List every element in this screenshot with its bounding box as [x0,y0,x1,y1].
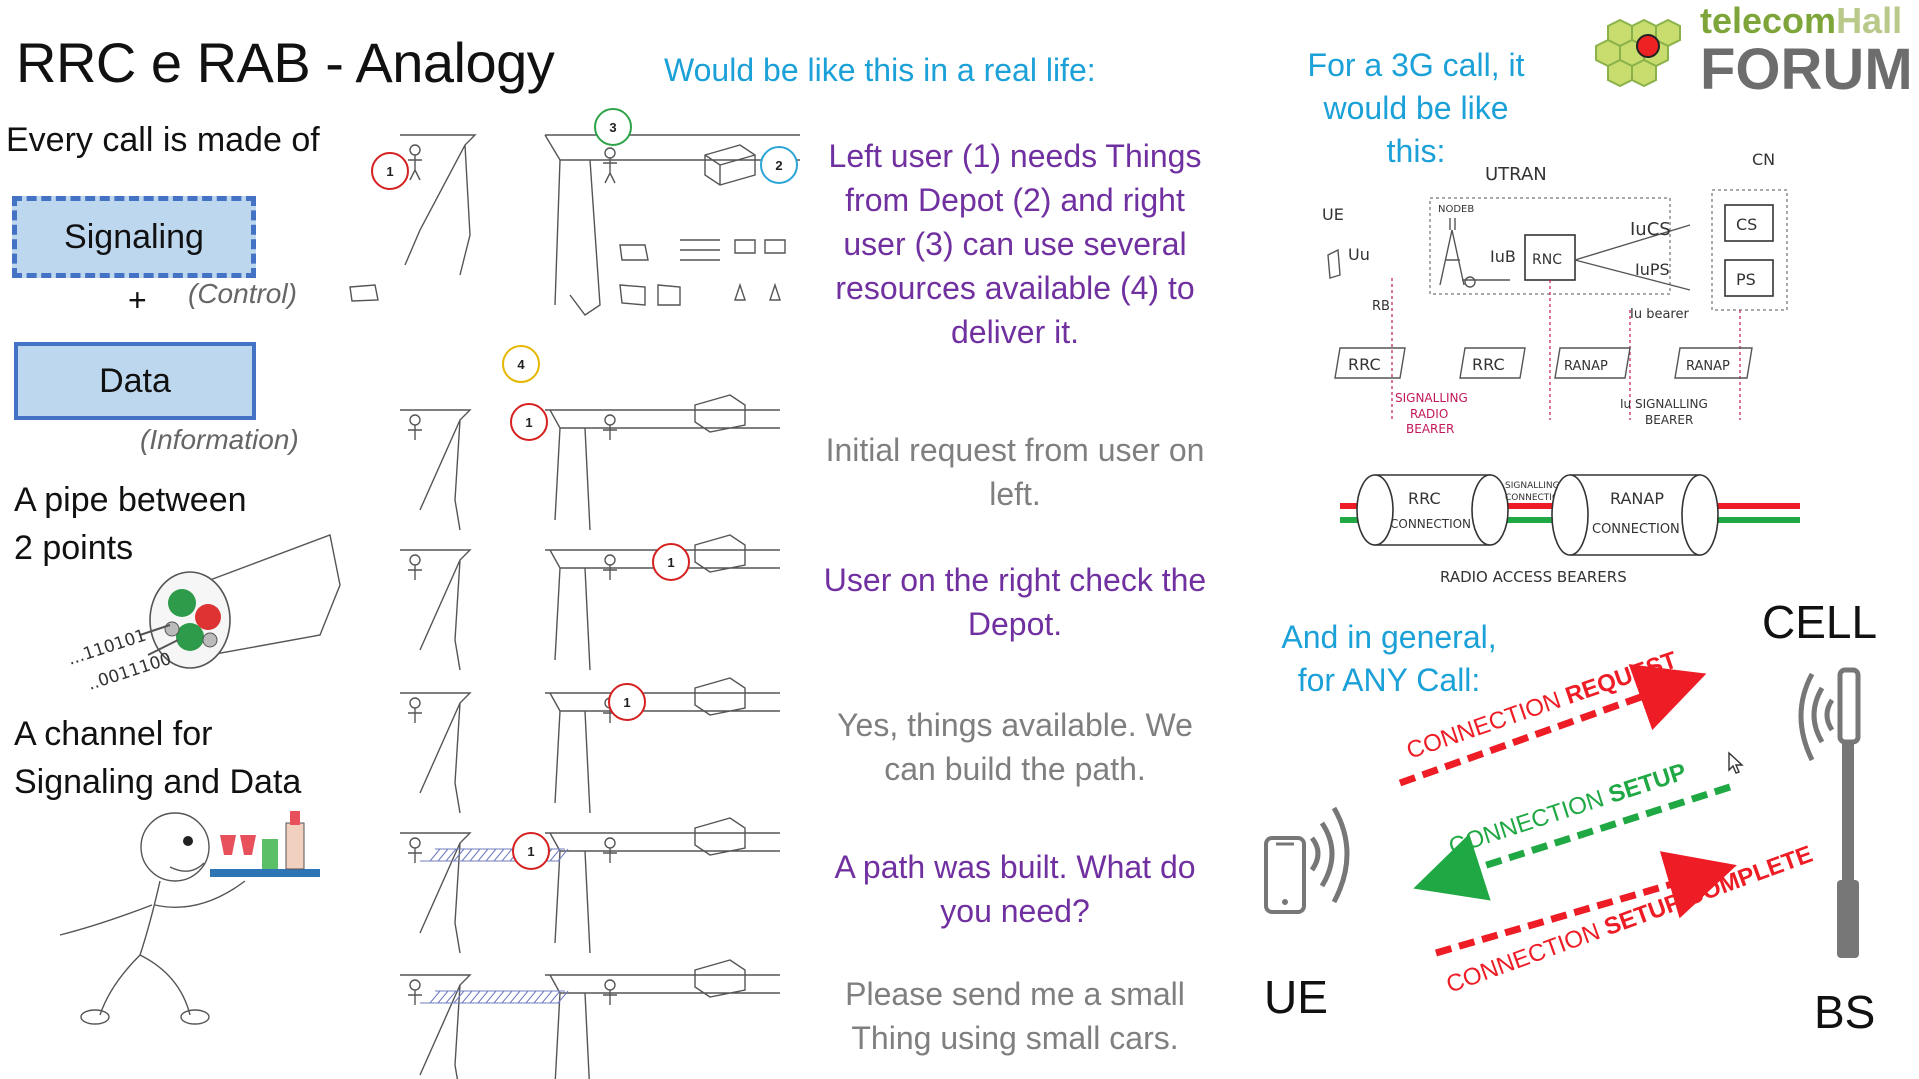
uu-label: Uu [1348,245,1370,264]
ue-arch-label: UE [1322,205,1344,224]
marker-1-step2: 1 [652,543,690,581]
setup-text-a: CONNECTION [1446,783,1614,861]
depot-sketch-row [400,959,780,1079]
data-label: Data [99,361,171,400]
general-heading: And in general, for ANY Call: [1281,619,1497,698]
logo-top: telecomHall [1700,0,1903,41]
caption-1: Left user (1) needs Things from Depot (2… [828,138,1202,350]
rrc-box-2: RRC [1472,355,1505,374]
sig-conn-line1: SIGNALLING [1505,481,1560,491]
path-bridge-sketch [420,990,569,1004]
iusb-line1: Iu SIGNALLING [1620,397,1708,411]
caption-2: Initial request from user on left. [825,432,1205,512]
marker-1-step1: 1 [510,403,548,441]
sig-conn-line2: CONNECTION [1505,493,1566,503]
complete-text-a: CONNECTION [1443,916,1610,999]
caption-5: A path was built. What do you need? [834,849,1196,929]
middle-heading: Would be like this in a real life: [664,52,1096,88]
page-title: RRC e RAB - Analogy [16,31,555,94]
connection-arrows: CONNECTION REQUEST CONNECTION SETUP CONN… [1398,647,1816,999]
cs-label: CS [1736,215,1757,234]
req-text-b: REQUEST [1562,647,1681,710]
ranap-conn-line2: CONNECTION [1592,522,1680,537]
channel-text-line2: Signaling and Data [14,763,302,801]
ranap-box-1: RANAP [1564,359,1608,374]
data-box: Data [14,342,256,420]
iups-label: IuPS [1635,260,1670,279]
srb-line2: RADIO [1410,407,1448,421]
plus-sign: + [128,282,147,318]
iu-bearer-label: Iu bearer [1630,307,1689,322]
complete-text-b: SETUP COMPLETE [1601,841,1817,941]
pipe-sketch: ...110101 ..0011100 [65,534,341,695]
intro-text: Every call is made of [6,121,320,159]
logo-bottom: FORUM [1700,37,1913,102]
pipe-text-line2: 2 points [14,529,134,567]
ue-label: UE [1264,971,1328,1023]
cell-tower-icon [1798,667,1861,958]
marker-4: 4 [502,345,540,383]
signaling-box: Signaling [12,196,256,278]
svg-text:CONNECTION REQUEST: CONNECTION REQUEST [1403,647,1681,765]
rrc-conn-line2: CONNECTION [1390,517,1471,531]
control-label: (Control) [188,278,297,309]
srb-line1: SIGNALLING [1395,391,1468,405]
depot-sketch-row [400,677,780,814]
analogy-sketches [349,134,800,1079]
ranap-conn-line1: RANAP [1610,489,1664,508]
iusb-line2: BEARER [1645,413,1693,427]
req-text-a: CONNECTION [1403,684,1571,764]
nodeb-label: NODEB [1438,204,1474,215]
depot-sketch-row [400,534,780,671]
mouse-cursor-icon [1728,751,1744,774]
caption-3: User on the right check the Depot. [823,562,1207,642]
iub-label: IuB [1490,247,1516,266]
rrc-conn-line1: RRC [1408,489,1441,508]
bs-label: BS [1814,986,1876,1038]
heading-3g: For a 3G call, it would be like this: [1307,47,1525,169]
ranap-box-2: RANAP [1686,359,1730,374]
rrc-box-1: RRC [1348,355,1381,374]
srb-line3: BEARER [1406,422,1454,436]
caption-4: Yes, things available. We can build the … [837,707,1193,787]
telecomhall-logo-icon [1595,18,1681,88]
information-label: (Information) [140,424,299,455]
signaling-label: Signaling [64,217,204,256]
ps-label: PS [1736,270,1756,289]
cell-label: CELL [1762,596,1878,648]
utran-label: UTRAN [1485,164,1547,185]
marker-2: 2 [760,146,798,184]
depot-sketch-row [400,394,780,531]
rab-label: RADIO ACCESS BEARERS [1440,568,1627,586]
marker-1-step4: 1 [512,832,550,870]
iucs-label: IuCS [1630,219,1671,240]
depot-sketch-row [400,817,780,954]
pipe-text-line1: A pipe between [14,481,247,519]
rb-label: RB [1372,299,1390,314]
umts-architecture-diagram: UTRAN CN UE Uu NODEB IuB RNC IuCS IuPS C… [1322,150,1800,586]
marker-1-step3: 1 [608,683,646,721]
waiter-figure [59,811,320,1025]
phone-icon [1264,806,1350,914]
rnc-label: RNC [1532,252,1562,268]
cn-label: CN [1752,150,1775,169]
caption-6: Please send me a small Thing using small… [845,976,1185,1056]
marker-1: 1 [371,152,409,190]
channel-text-line1: A channel for [14,715,213,753]
marker-3: 3 [594,108,632,146]
